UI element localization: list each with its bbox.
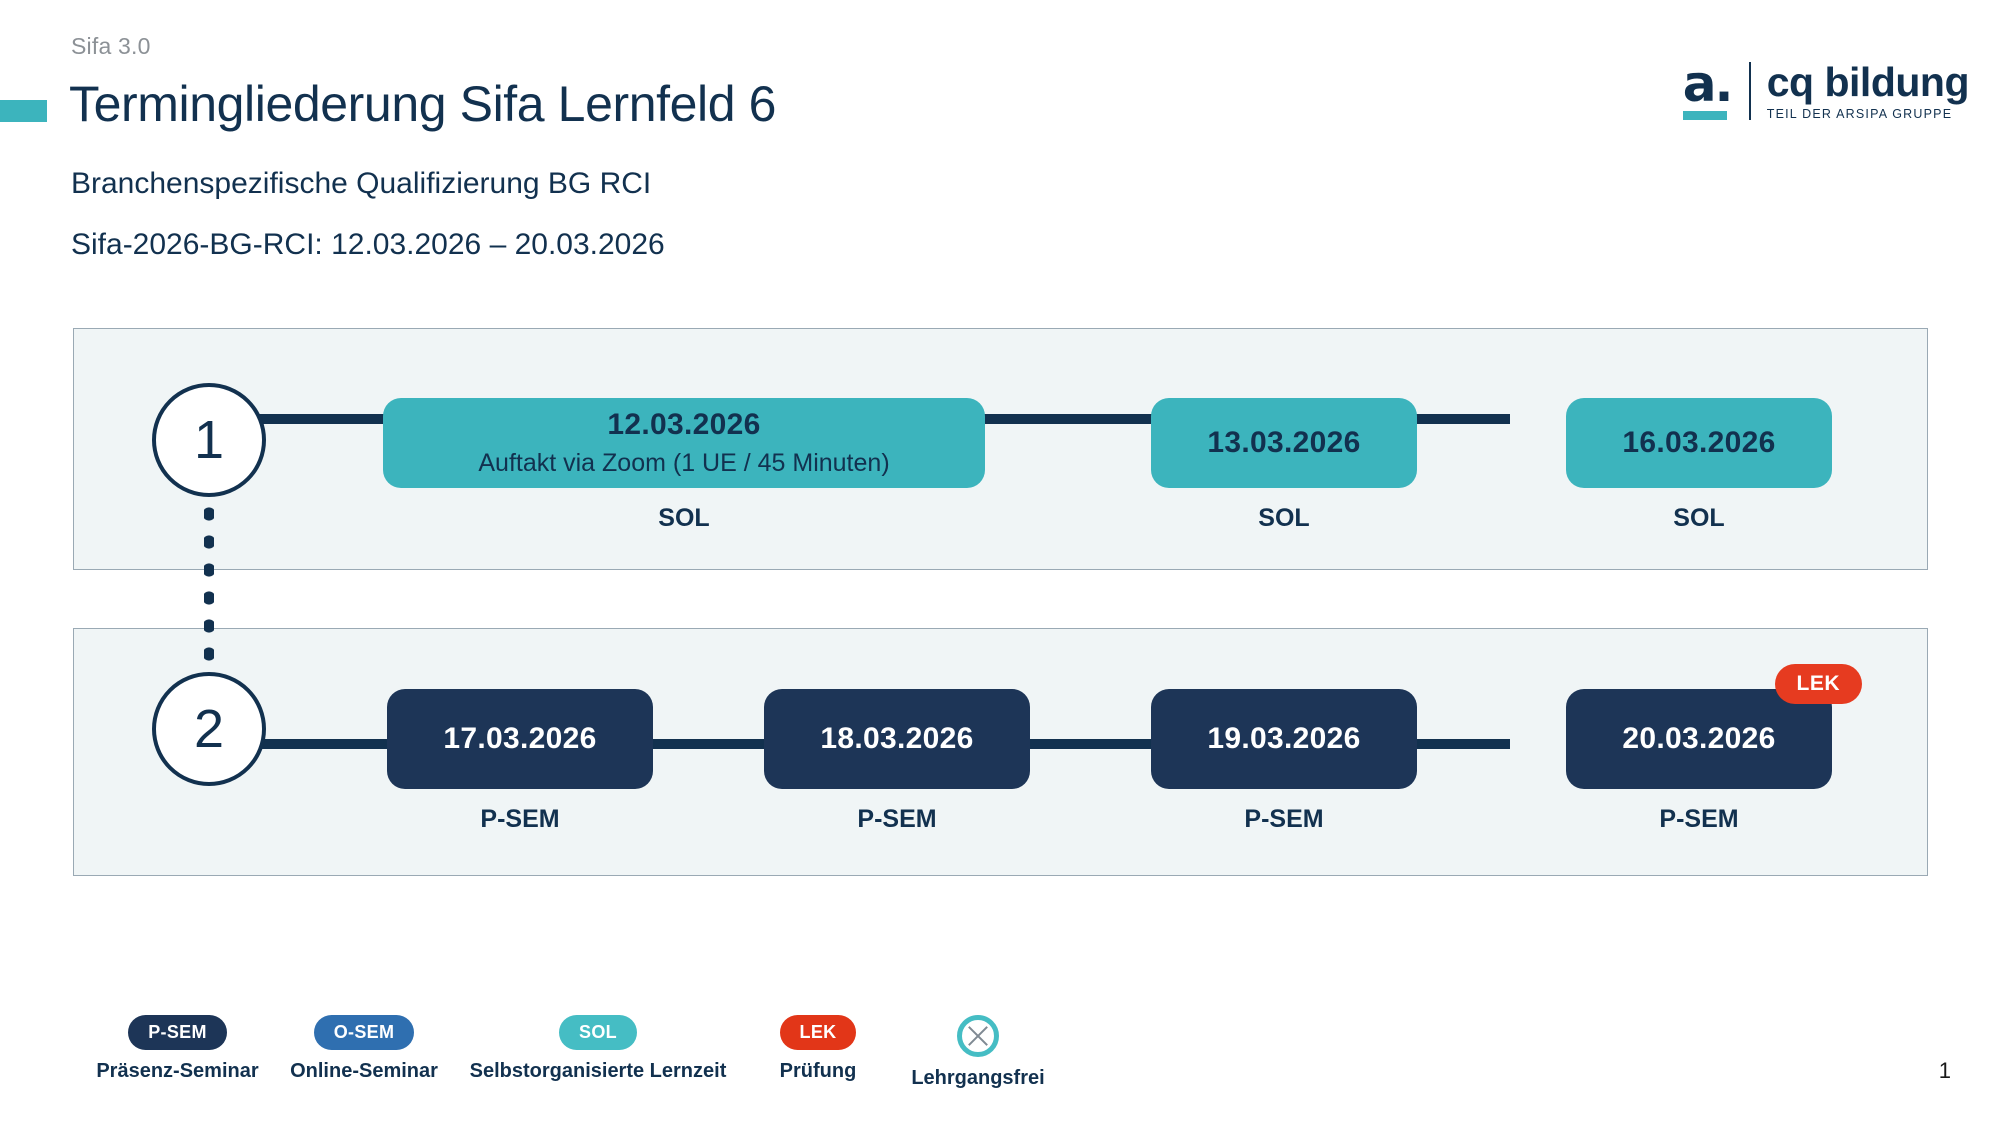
page-title: Termingliederung Sifa Lernfeld 6	[69, 76, 777, 132]
node-box[interactable]: 12.03.2026 Auftakt via Zoom (1 UE / 45 M…	[383, 398, 985, 488]
node-box[interactable]: 18.03.2026	[764, 689, 1030, 789]
timeline-node[interactable]: 17.03.2026 P-SEM	[387, 689, 653, 834]
legend-label-p-sem: Präsenz-Seminar	[96, 1060, 259, 1082]
node-box[interactable]: 13.03.2026	[1151, 398, 1417, 488]
logo-mark-icon: a.	[1682, 55, 1739, 122]
stage-marker-2: 2	[152, 672, 266, 786]
timeline-node[interactable]: 20.03.2026 LEK P-SEM	[1566, 664, 1862, 834]
node-caption: P-SEM	[480, 805, 560, 833]
legend-pill-sol: SOL	[559, 1015, 637, 1050]
timeline-node[interactable]: 13.03.2026 SOL	[1151, 398, 1417, 533]
stage-marker-2-number: 2	[193, 699, 225, 759]
brand-logo: a. cq bildung TEIL DER ARSIPA GRUPPE	[1682, 55, 1970, 126]
logo-name: cq bildung	[1766, 59, 1970, 105]
node-box[interactable]: 19.03.2026	[1151, 689, 1417, 789]
legend-label-lek: Prüfung	[779, 1060, 857, 1082]
legend-label-o-sem: Online-Seminar	[290, 1060, 438, 1082]
lek-badge[interactable]: LEK	[1774, 664, 1862, 704]
node-date: 16.03.2026	[1622, 426, 1776, 459]
legend-pill-lek: LEK	[779, 1015, 857, 1050]
legend-pill-p-sem: P-SEM	[128, 1015, 227, 1050]
node-box[interactable]: 20.03.2026 LEK	[1566, 664, 1862, 789]
legend-label-lehrgangsfrei: Lehrgangsfrei	[911, 1067, 1045, 1089]
node-box[interactable]: 17.03.2026	[387, 689, 653, 789]
timeline-node[interactable]: 12.03.2026 Auftakt via Zoom (1 UE / 45 M…	[383, 398, 985, 533]
stage-marker-1: 1	[152, 383, 266, 497]
node-date: 19.03.2026	[1207, 722, 1361, 755]
node-date: 20.03.2026	[1622, 722, 1776, 755]
node-caption: P-SEM	[1244, 805, 1324, 833]
logo-tagline: TEIL DER ARSIPA GRUPPE	[1766, 107, 1953, 121]
node-date: 12.03.2026	[607, 408, 761, 441]
legend-item-lek: LEK Prüfung	[738, 1015, 898, 1083]
legend-pill-o-sem: O-SEM	[313, 1015, 415, 1050]
stage-marker-1-number: 1	[193, 410, 225, 470]
node-caption: SOL	[1258, 504, 1310, 532]
page-number: 1	[1938, 1058, 1951, 1083]
title-accent-bar	[0, 100, 47, 122]
node-date: 18.03.2026	[820, 722, 974, 755]
timeline-node[interactable]: 18.03.2026 P-SEM	[764, 689, 1030, 834]
logo-text: cq bildung TEIL DER ARSIPA GRUPPE	[1766, 59, 1970, 122]
node-date: 17.03.2026	[443, 722, 597, 755]
eyebrow-label: Sifa 3.0	[71, 33, 151, 59]
legend-item-sol: SOL Selbstorganisierte Lernzeit	[458, 1015, 738, 1083]
node-note: Auftakt via Zoom (1 UE / 45 Minuten)	[478, 449, 890, 477]
subtitle-program: Branchenspezifische Qualifizierung BG RC…	[71, 167, 652, 200]
timeline-node[interactable]: 19.03.2026 P-SEM	[1151, 689, 1417, 834]
node-caption: P-SEM	[1659, 805, 1739, 833]
legend-label-sol: Selbstorganisierte Lernzeit	[469, 1060, 727, 1082]
logo-divider	[1748, 62, 1751, 120]
logo-mark-letter: a.	[1682, 55, 1734, 113]
node-date: 13.03.2026	[1207, 426, 1361, 459]
logo-underline	[1682, 111, 1727, 120]
node-caption: P-SEM	[857, 805, 937, 833]
cross-circle-icon	[957, 1015, 999, 1057]
legend: P-SEM Präsenz-Seminar O-SEM Online-Semin…	[85, 1015, 1058, 1090]
legend-item-lehrgangsfrei: Lehrgangsfrei	[898, 1015, 1058, 1090]
node-box[interactable]: 16.03.2026	[1566, 398, 1832, 488]
node-caption: SOL	[658, 504, 710, 532]
timeline-node[interactable]: 16.03.2026 SOL	[1566, 398, 1832, 533]
node-caption: SOL	[1673, 504, 1725, 532]
subtitle-course-dates: Sifa-2026-BG-RCI: 12.03.2026 – 20.03.202…	[71, 228, 665, 261]
dotted-connector	[204, 500, 214, 680]
legend-item-o-sem: O-SEM Online-Seminar	[270, 1015, 458, 1083]
legend-item-p-sem: P-SEM Präsenz-Seminar	[85, 1015, 270, 1083]
